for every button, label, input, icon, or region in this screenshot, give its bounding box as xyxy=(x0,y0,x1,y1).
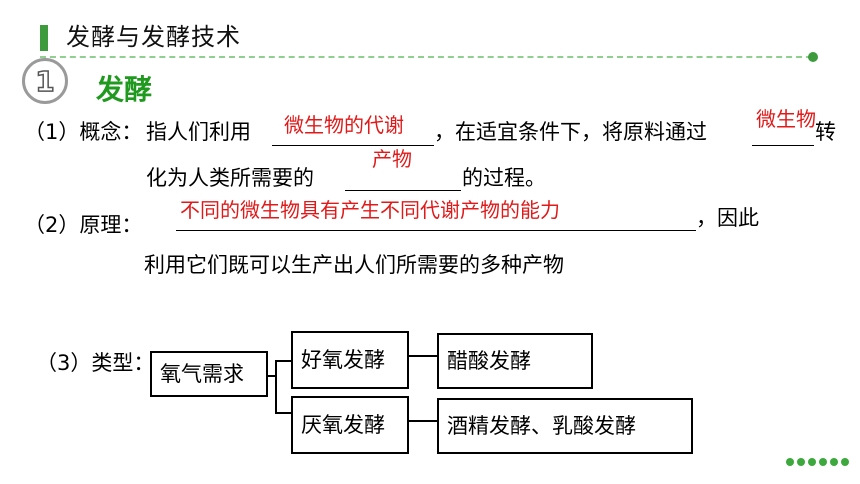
answer-microbial-metabolism: 微生物的代谢 xyxy=(284,113,404,137)
principle-suffix: ，因此 xyxy=(696,206,759,230)
blank-underline-4 xyxy=(176,230,696,231)
connector-aerobic-examples xyxy=(409,355,438,357)
answer-microorganism: 微生物 xyxy=(756,107,816,131)
connector-root xyxy=(268,375,276,377)
principle-line2: 利用它们既可以生产出人们所需要的多种产物 xyxy=(144,253,564,277)
connector-to-aerobic xyxy=(275,360,292,362)
anaerobic-examples-label: 酒精发酵、乳酸发酵 xyxy=(447,414,636,438)
blank-underline-2 xyxy=(752,145,814,146)
header-divider xyxy=(40,56,812,58)
footer-dot xyxy=(819,458,827,466)
connector-vertical xyxy=(275,360,277,414)
oxygen-requirement-label: 氧气需求 xyxy=(160,362,244,386)
concept-text-part3: 转 xyxy=(815,120,836,144)
header-accent-bar xyxy=(40,25,48,51)
types-label: （3）类型： xyxy=(36,351,155,375)
anaerobic-fermentation-label: 厌氧发酵 xyxy=(301,413,385,437)
concept-text-line2-end: 的过程。 xyxy=(462,166,546,190)
anaerobic-fermentation-box: 厌氧发酵 xyxy=(291,396,409,454)
concept-text-part1: 指人们利用 xyxy=(146,120,251,144)
blank-underline-1 xyxy=(272,145,434,146)
aerobic-examples-box: 醋酸发酵 xyxy=(437,333,593,389)
oxygen-requirement-box: 氧气需求 xyxy=(150,351,268,397)
page-title: 发酵与发酵技术 xyxy=(66,23,241,51)
footer-dot xyxy=(808,458,816,466)
concept-text-part2: ，在适宜条件下，将原料通过 xyxy=(434,120,707,144)
footer-dots-decoration xyxy=(786,458,849,466)
concept-label: （1）概念： xyxy=(24,120,143,144)
section-number-badge: 1 xyxy=(22,58,68,104)
answer-principle: 不同的微生物具有产生不同代谢产物的能力 xyxy=(180,198,560,222)
aerobic-fermentation-label: 好氧发酵 xyxy=(301,348,385,372)
footer-dot xyxy=(830,458,838,466)
concept-text-line2: 化为人类所需要的 xyxy=(146,166,314,190)
principle-label: （2）原理： xyxy=(24,213,143,237)
footer-dot xyxy=(786,458,794,466)
connector-anaerobic-examples xyxy=(409,420,438,422)
header-divider-dot xyxy=(808,52,818,62)
blank-underline-3 xyxy=(345,190,461,191)
footer-dot xyxy=(841,458,849,466)
aerobic-fermentation-box: 好氧发酵 xyxy=(291,331,409,389)
answer-product: 产物 xyxy=(372,147,412,171)
anaerobic-examples-box: 酒精发酵、乳酸发酵 xyxy=(437,398,693,454)
section-title: 发酵 xyxy=(96,73,153,106)
aerobic-examples-label: 醋酸发酵 xyxy=(447,349,531,373)
footer-dot xyxy=(797,458,805,466)
connector-to-anaerobic xyxy=(275,412,292,414)
